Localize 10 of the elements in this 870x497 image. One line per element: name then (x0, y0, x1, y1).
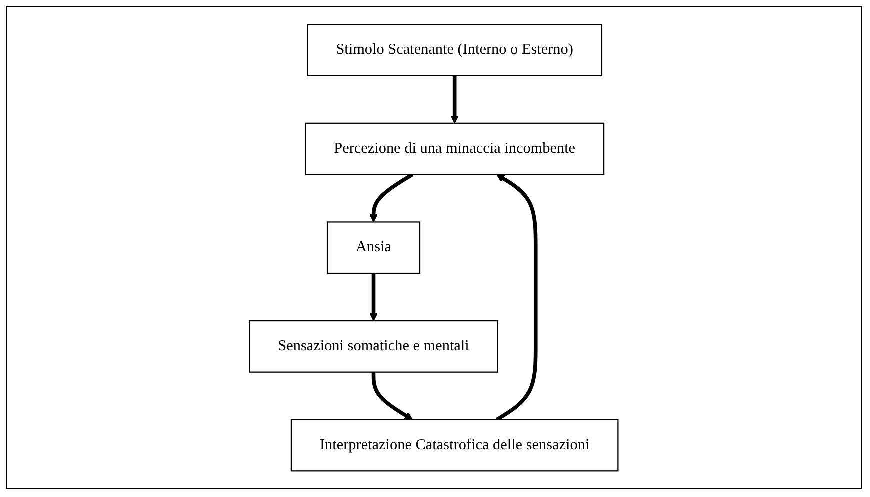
arrow (496, 174, 538, 422)
node-box: Sensazioni somatiche e mentali (249, 320, 499, 373)
node-box: Interpretazione Catastrofica delle sensazioni (290, 418, 619, 472)
node-box: Percezione di una minaccia incombente (305, 122, 605, 175)
arrow (372, 372, 414, 420)
arrow (370, 172, 414, 222)
arrow (370, 273, 378, 322)
node-box: Stimolo Scatenante (Interno o Esterno) (307, 24, 603, 76)
node-box: Ansia (327, 221, 421, 274)
arrow (450, 76, 460, 124)
